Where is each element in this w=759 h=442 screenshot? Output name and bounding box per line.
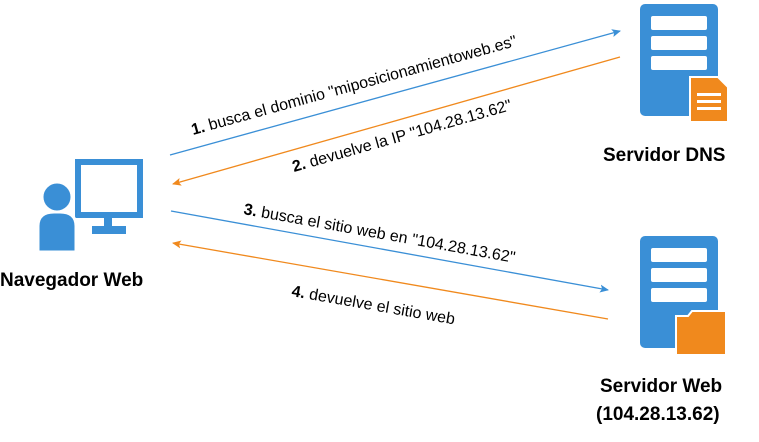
dns-server-label: Servidor DNS xyxy=(603,145,725,166)
browser-label: Navegador Web xyxy=(0,270,143,291)
edge-3-number: 3. xyxy=(242,201,258,220)
user-computer-icon xyxy=(36,159,143,254)
edge-2-number: 2. xyxy=(290,156,307,176)
edge-4-number: 4. xyxy=(290,283,306,302)
dns-server-icon xyxy=(640,4,729,123)
edge-2-text: devuelve la IP "104.28.13.62" xyxy=(303,97,513,172)
edge-3-arrow xyxy=(170,210,609,293)
edge-2-arrow xyxy=(172,56,621,186)
edge-3-text: busca el sitio web en "104.28.13.62" xyxy=(255,204,516,267)
edge-4-text: devuelve el sitio web xyxy=(303,285,456,328)
web-server-label-name: Servidor Web xyxy=(600,376,722,397)
edge-2-label: 2. devuelve la IP "104.28.13.62" xyxy=(290,97,513,176)
edge-3-label: 3. busca el sitio web en "104.28.13.62" xyxy=(242,201,516,267)
web-server-icon xyxy=(640,236,727,356)
web-server-label-ip: (104.28.13.62) xyxy=(596,404,720,425)
edge-1-arrow xyxy=(169,29,621,156)
edge-1-number: 1. xyxy=(190,119,207,139)
edge-4-arrow xyxy=(172,240,609,320)
edge-4-label: 4. devuelve el sitio web xyxy=(290,283,456,328)
